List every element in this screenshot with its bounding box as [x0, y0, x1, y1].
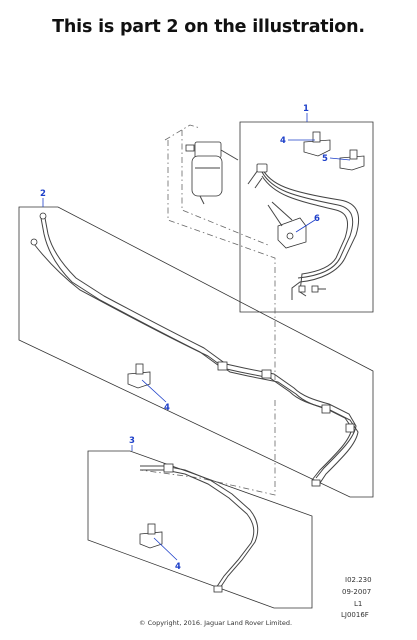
callout-leaders — [42, 113, 351, 561]
clip-5-group-1 — [339, 149, 365, 171]
frame-group-1 — [239, 121, 374, 313]
fuel-filter-illustration — [185, 141, 239, 205]
frame-group-3 — [87, 450, 313, 609]
illustration-level: L1 — [354, 600, 362, 608]
callout-4-group-2: 4 — [164, 403, 170, 413]
clip-4-group-1 — [303, 131, 331, 157]
pipe-assembly-2 — [30, 212, 359, 487]
page-heading: This is part 2 on the illustration. — [52, 17, 365, 37]
bracket-6-group-1 — [267, 201, 307, 249]
pipe-assembly-1 — [247, 163, 360, 300]
callout-4-group-3: 4 — [175, 562, 181, 572]
clip-4-group-2 — [127, 363, 151, 389]
frame-group-2 — [18, 206, 374, 498]
illustration-code: LJ0016F — [341, 611, 369, 619]
copyright-text: © Copyright, 2016. Jaguar Land Rover Lim… — [139, 619, 292, 627]
assembly-lines — [139, 124, 276, 496]
callout-6: 6 — [314, 214, 320, 224]
callout-4-group-1: 4 — [280, 136, 286, 146]
pipe-assembly-3 — [140, 463, 259, 593]
callout-2: 2 — [40, 189, 46, 199]
clip-4-group-3 — [139, 523, 163, 549]
illustration-date: 09-2007 — [342, 588, 371, 596]
callout-1: 1 — [303, 104, 309, 114]
callout-3: 3 — [129, 436, 135, 446]
illustration-ref: I02.230 — [345, 576, 372, 584]
callout-5: 5 — [322, 154, 328, 164]
